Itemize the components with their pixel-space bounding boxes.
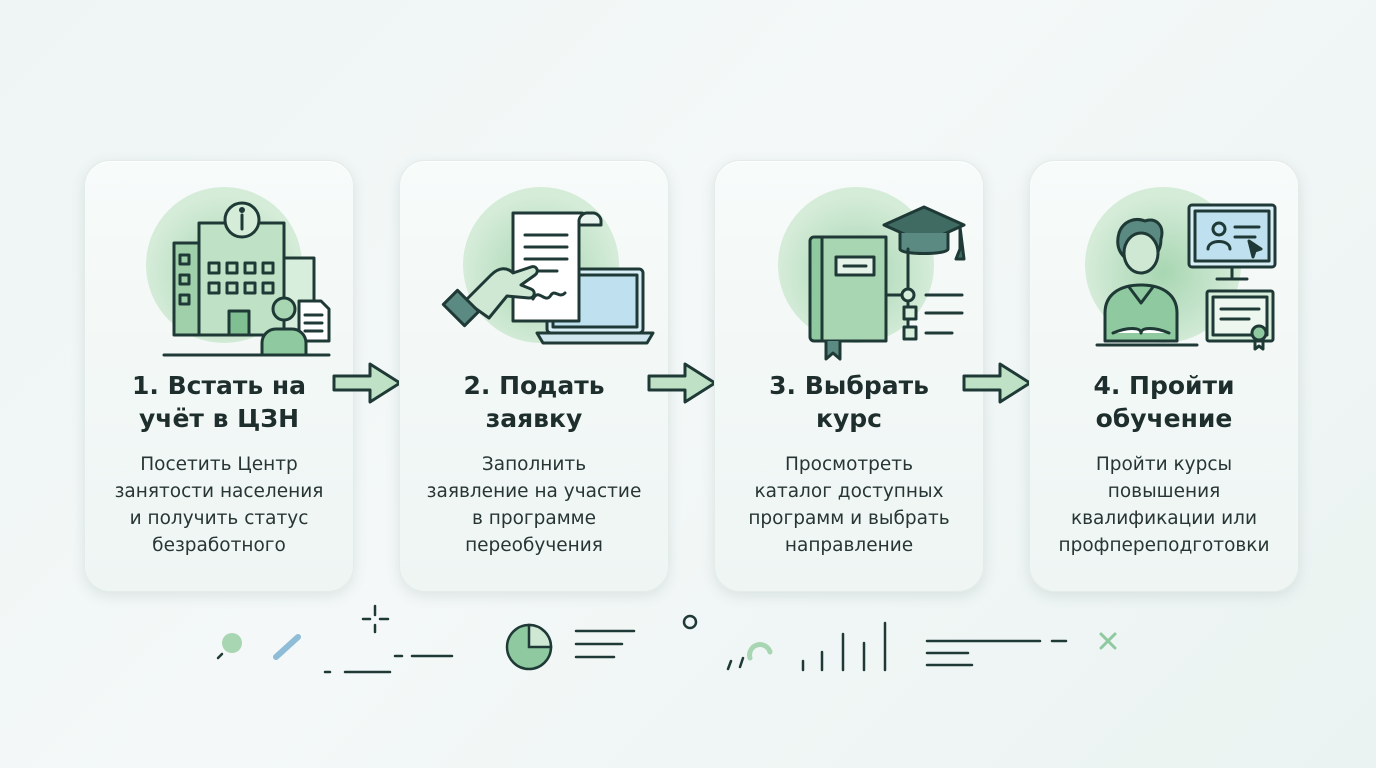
step-description: Заполнить заявление на участие в програм… [426, 454, 642, 556]
arrow-right-icon [962, 362, 1032, 404]
line-accent-icon [273, 634, 301, 660]
step-title: 3. Выбрать курс [769, 371, 929, 433]
step-card-1: 1. Встать на учёт в ЦЗН Посетить Центр з… [84, 160, 354, 592]
circle-icon [682, 614, 698, 630]
arrow-right-icon [332, 362, 402, 404]
building-info-person-icon [124, 183, 331, 357]
book-graduation-cap-icon [754, 183, 966, 361]
step-title: 4. Пройти обучение [1093, 371, 1235, 433]
bar-chart-icon [801, 621, 887, 672]
cross-icon [1099, 632, 1117, 650]
student-monitor-certificate-icon [1069, 183, 1277, 353]
step-description: Посетить Центр занятости населения и пол… [114, 454, 324, 556]
step-card-3: 3. Выбрать курс Просмотреть каталог дост… [714, 160, 984, 592]
dot-icon [222, 633, 242, 653]
step-card-4: 4. Пройти обучение Пройти курсы повышени… [1029, 160, 1299, 592]
step-card-2: 2. Подать заявку Заполнить заявление на … [399, 160, 669, 592]
step-description: Пройти курсы повышения квалификации или … [1058, 454, 1270, 556]
pie-chart-icon [505, 623, 553, 671]
hand-document-laptop-icon [439, 183, 655, 353]
step-title: 2. Подать заявку [463, 371, 605, 433]
step-description: Просмотреть каталог доступных программ и… [748, 454, 950, 556]
step-title: 1. Встать на учёт в ЦЗН [132, 371, 306, 433]
arrow-right-icon [647, 362, 717, 404]
